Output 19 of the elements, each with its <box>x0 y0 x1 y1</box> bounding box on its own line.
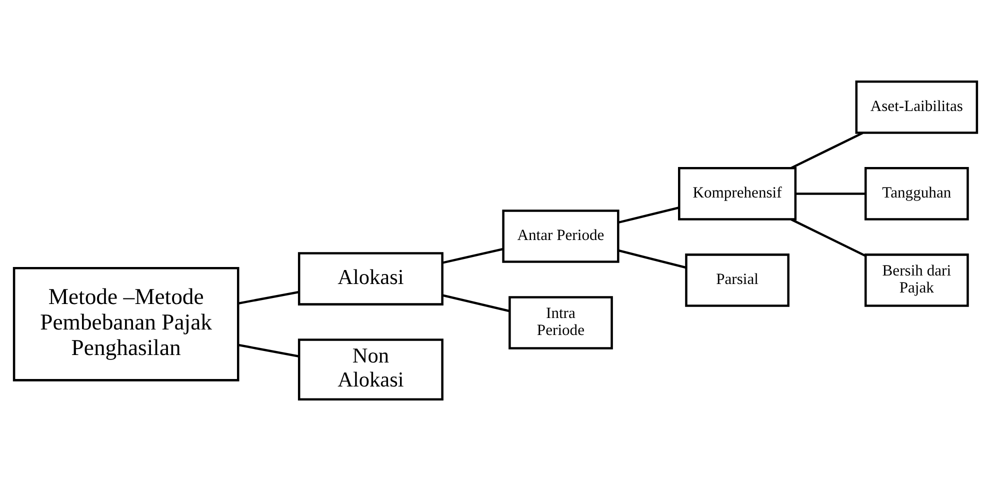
connector <box>790 131 864 168</box>
node-box: Aset-Laibilitas <box>855 80 978 134</box>
node-box: Intra Periode <box>508 296 613 349</box>
node-box: Non Alokasi <box>298 338 444 400</box>
node-box: Antar Periode <box>502 209 620 262</box>
node-box: Alokasi <box>298 252 444 305</box>
connector <box>790 218 866 256</box>
node-box: Parsial <box>685 253 790 306</box>
connector <box>618 248 686 268</box>
node-box: Tangguhan <box>864 166 969 220</box>
node-box: Metode –Metode Pembebanan Pajak Penghasilan <box>12 266 240 381</box>
node-box: Bersih dari Pajak <box>864 253 969 306</box>
connector <box>796 192 866 194</box>
connector <box>442 248 503 264</box>
node-box: Komprehensif <box>678 166 797 220</box>
connector <box>442 294 510 312</box>
connector <box>618 206 679 224</box>
connector <box>238 290 300 304</box>
connector <box>238 343 300 357</box>
